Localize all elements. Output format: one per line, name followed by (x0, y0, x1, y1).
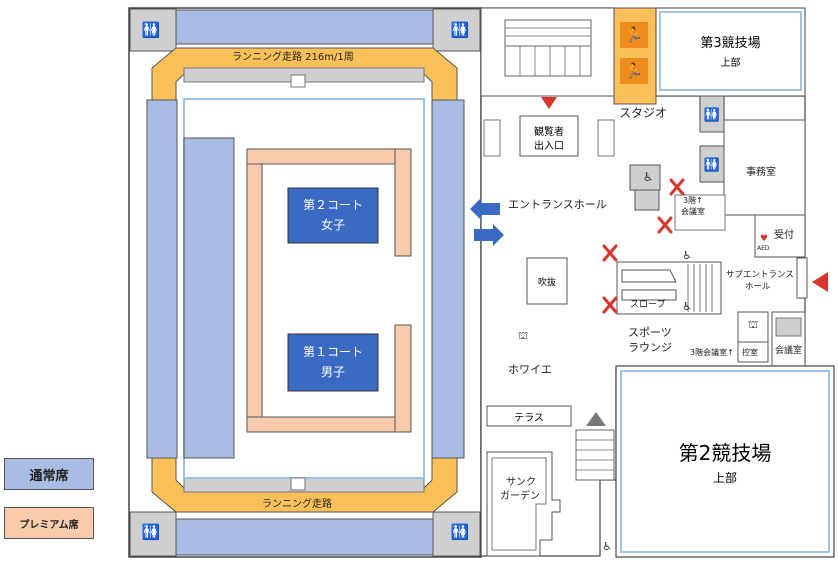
atrium (526, 257, 568, 305)
premium-bottom (246, 416, 412, 433)
aed-icon: ♥ (759, 234, 769, 244)
stairs-icon-top (290, 74, 306, 88)
terrace-label: テラス (514, 412, 544, 424)
arena3-label: 第3競技場 (700, 35, 761, 51)
studio-icon-1 (620, 22, 648, 48)
court1-label: 第１コート (302, 344, 363, 359)
up-triangle (586, 412, 606, 426)
track-label-bottom: ランニング走路 (262, 499, 332, 510)
slope-label: スロープ (630, 300, 666, 310)
terrace (486, 405, 572, 427)
wheelchair-icon: ♿ (682, 299, 692, 313)
office-label: 事務室 (746, 167, 776, 178)
court-2 (287, 187, 379, 244)
sub-entrance-sub: ホール (745, 282, 771, 292)
toilet-icon: 🚻 (703, 107, 721, 123)
entrance-hall-label: エントランスホール (508, 198, 607, 211)
office (723, 119, 806, 216)
legend-normal-seat: 通常席 (4, 458, 94, 490)
meeting-room-3f-label: 3階会議室↑ (690, 348, 734, 357)
corner-tr (432, 8, 481, 52)
wheelchair-icon: ♿ (642, 170, 654, 184)
elevator-icon: ⛫ (517, 328, 529, 342)
corner-br (432, 511, 481, 557)
elevator-icon: ⛫ (747, 317, 759, 331)
arena2-sub: 上部 (712, 470, 737, 485)
spectator-entrance (519, 115, 579, 157)
run-icon: 🏃 (624, 62, 644, 80)
stairs-icon-bottom (290, 477, 306, 491)
reception-label: 受付 (774, 230, 794, 241)
arena2-label: 第2競技場 (678, 440, 772, 465)
corner-tl (129, 8, 177, 52)
seat-top-outer (175, 9, 434, 45)
track-label-top: ランニング走路 216m/1周 (232, 52, 354, 63)
premium-top (246, 148, 412, 165)
seat-left-outer (146, 99, 178, 459)
court2-label: 第２コート (302, 197, 363, 212)
toilet-icon: 🚻 (141, 523, 161, 541)
conference-room-label: 会議室 (775, 346, 803, 356)
entrance-marker-right (812, 272, 828, 292)
studio-icon-2 (620, 58, 648, 84)
run-icon: 🏃 (624, 26, 644, 44)
arena3-inner (659, 11, 802, 91)
sunken-label: サンク (506, 477, 536, 488)
reception (754, 214, 806, 258)
seat-bottom-outer (175, 518, 434, 556)
toilet-icon: 🚻 (141, 21, 161, 39)
seat-left-inner (183, 137, 235, 459)
waiting-room-label: 控室 (742, 348, 758, 357)
legend-normal-label: 通常席 (29, 468, 69, 484)
sunken-sub: ガーデン (500, 491, 540, 502)
meeting-room-3f-up: 3階↑ (683, 196, 703, 205)
center-stairs (687, 264, 713, 312)
toilet-icon: 🚻 (450, 21, 470, 39)
court2-sub: 女子 (320, 217, 345, 232)
arrow-right-icon (474, 224, 504, 246)
arrow-left-icon (470, 198, 500, 220)
entrance-marker-top (541, 97, 557, 109)
sub-entrance-label: サブエントランス (726, 270, 794, 280)
top-stairs (505, 27, 591, 76)
arena3-sub: 上部 (720, 57, 741, 69)
premium-right-top (394, 148, 412, 257)
foyer-label: ホワイエ (508, 363, 552, 376)
corner-bl (129, 511, 177, 557)
premium-left (246, 163, 263, 433)
legend-premium-label: プレミアム席 (19, 519, 79, 531)
spectator-label: 観覧者 (534, 127, 564, 138)
legend-premium-seat: プレミアム席 (4, 507, 94, 539)
sports-lounge-sub: ラウンジ (628, 341, 672, 354)
seat-right-outer (431, 99, 465, 459)
sunken-garden (486, 451, 561, 557)
toilet-icon: 🚻 (703, 157, 721, 173)
wheelchair-icon: ♿ (682, 248, 692, 262)
wheelchair-icon: ♿ (602, 539, 612, 553)
court1-sub: 男子 (320, 364, 345, 379)
sports-lounge-label: スポーツ (628, 326, 672, 339)
atrium-label: 吹抜 (537, 277, 556, 288)
meeting-room-label: 会議室 (681, 207, 705, 216)
studio-label: スタジオ (619, 106, 668, 120)
court-1 (287, 333, 379, 392)
closed-x-icons (602, 178, 685, 314)
toilet-icon: 🚻 (450, 523, 470, 541)
aed-label: AED (757, 245, 770, 252)
spectator-sub: 出入口 (534, 141, 564, 152)
premium-right-bottom (394, 324, 412, 433)
arena2-inner (620, 370, 830, 553)
